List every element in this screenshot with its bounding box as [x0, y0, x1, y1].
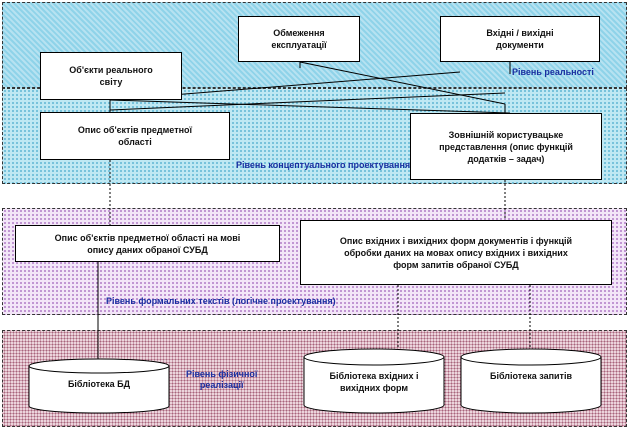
reality-level-label: Рівень реальності — [512, 67, 594, 77]
user-view-box: Зовнішній користувацьке представлення (о… — [410, 113, 602, 180]
physical-level-label: Рівень фізичної реалізації — [186, 369, 258, 390]
io-documents-box: Вхідні / вихідні документи — [440, 16, 600, 62]
cylinder-top — [460, 348, 602, 366]
cylinder-top — [303, 348, 445, 366]
cylinder-body — [28, 366, 170, 414]
queries-library-label: Бібліотека запитів — [490, 371, 572, 381]
db-library-cylinder: Бібліотека БД — [28, 358, 170, 414]
connector-line — [299, 61, 506, 105]
cylinder-top — [28, 358, 170, 374]
cylinder-body — [460, 357, 602, 414]
io-forms-library-cylinder: Бібліотека вхідних і вихідних форм — [303, 348, 445, 414]
connector-line — [109, 99, 511, 114]
real-world-objects-box: Об'єкти реального світу — [40, 52, 182, 100]
connector-line — [109, 92, 506, 111]
cylinder-shape — [28, 358, 170, 414]
cylinder-shape — [460, 348, 602, 414]
cylinder-shape — [303, 348, 445, 414]
domain-objects-description-box: Опис об'єктів предметної області — [40, 112, 230, 160]
operation-limits-box: Обмеження експлуатації — [238, 16, 360, 62]
cylinder-body — [303, 357, 445, 414]
io-forms-description-box: Опис вхідних і вихідних форм документів … — [300, 220, 612, 285]
db-library-label: Бібліотека БД — [67, 379, 131, 389]
conceptual-level-label: Рівень концептуального проектування — [236, 160, 411, 170]
io-forms-library-label: Бібліотека вхідних і вихідних форм — [329, 371, 419, 393]
formal-level-label: Рівень формальних текстів (логічне проек… — [106, 296, 336, 306]
queries-library-cylinder: Бібліотека запитів — [460, 348, 602, 414]
domain-dbms-description-box: Опис об'єктів предметної області на мові… — [15, 225, 280, 262]
